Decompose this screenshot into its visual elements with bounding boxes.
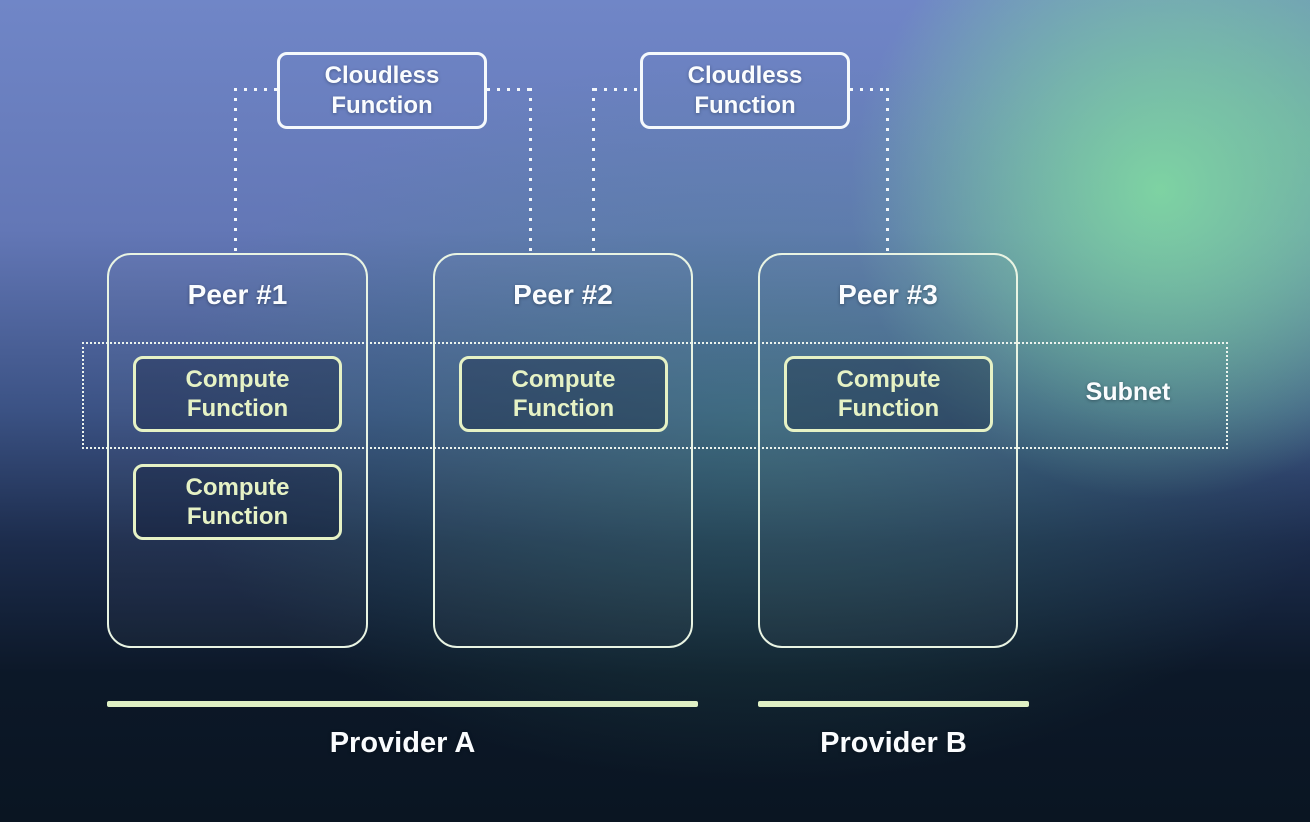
cloudless-function-2-label: Cloudless Function [687,61,803,119]
peer-3-title: Peer #3 [838,279,938,310]
connector-cf2-to-peer3-horizontal [850,88,890,91]
peer-1-title: Peer #1 [187,279,288,310]
peer-2-title: Peer #2 [513,279,613,310]
connector-cf1-to-peer2-horizontal [487,88,531,91]
cloudless-function-1-label: Cloudless Function [324,61,440,119]
peer-2-compute-function-1: Compute Function [459,356,668,432]
peer-1-compute-function-1-label: Compute Function [185,366,290,422]
peer-1-compute-function-1: Compute Function [133,356,342,432]
provider-b-underline [758,701,1029,707]
cloudless-function-box-2: Cloudless Function [640,52,850,129]
provider-a-label: Provider A [329,727,476,759]
provider-b-label: Provider B [820,727,967,759]
connector-cf2-to-peer3-vertical [886,88,889,253]
peer-3-compute-function-1: Compute Function [784,356,993,432]
connector-cf2-to-peer2-vertical [592,88,595,253]
peer-1-compute-function-2: Compute Function [133,464,342,540]
peer-2-container: Peer #2 Compute Function [433,253,693,648]
connector-cf1-to-peer1-vertical [234,88,237,253]
subnet-label: Subnet [1085,378,1171,406]
peer-1-compute-function-2-label: Compute Function [185,474,290,530]
connector-cf1-to-peer1-horizontal [234,88,277,91]
connector-cf1-to-peer2-vertical [529,88,532,253]
cloudless-function-box-1: Cloudless Function [277,52,487,129]
peer-3-compute-function-1-label: Compute Function [836,366,941,422]
peer-3-container: Peer #3 Compute Function [758,253,1018,648]
subnet-region [82,342,1228,449]
peer-2-compute-function-1-label: Compute Function [511,366,616,422]
connector-cf2-to-peer2-horizontal [594,88,640,91]
provider-a-underline [107,701,698,707]
peer-1-container: Peer #1 Compute Function Compute Functio… [107,253,368,648]
